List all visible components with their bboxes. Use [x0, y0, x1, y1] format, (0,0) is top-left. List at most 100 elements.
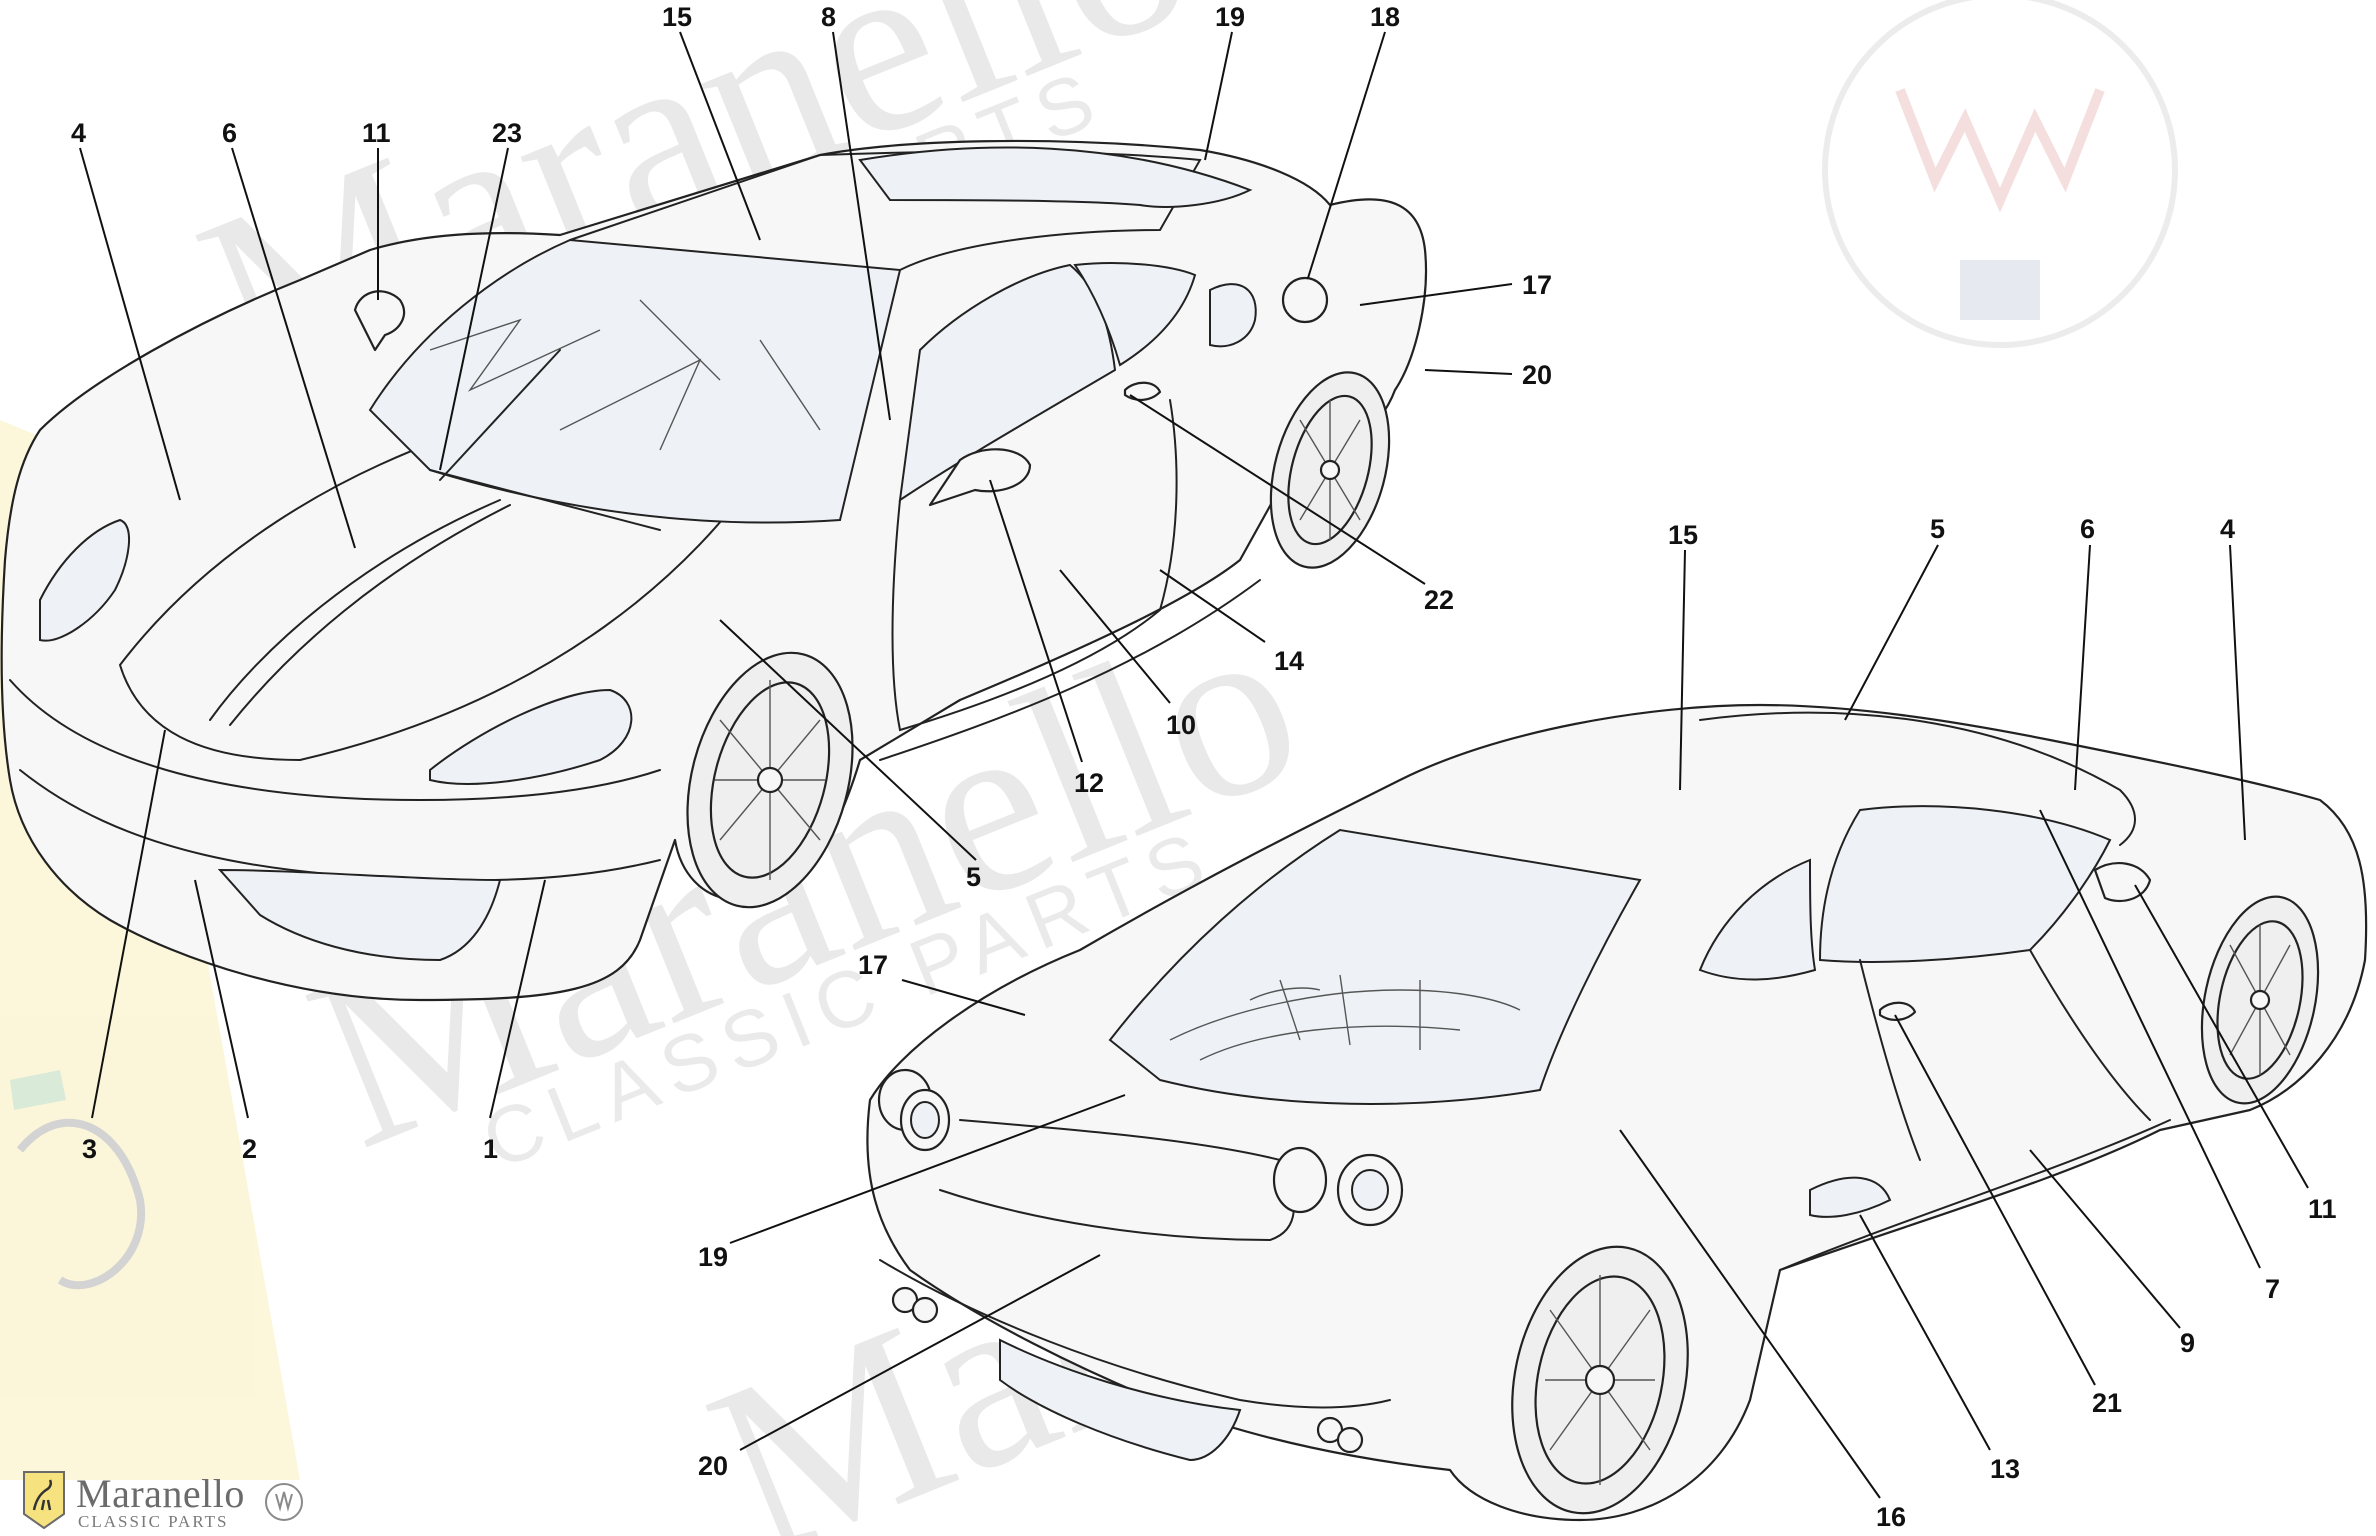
- rear-car-rear-deck: [939, 1119, 1295, 1242]
- leader-rear-19: [729, 1094, 1126, 1244]
- leader-front-22: [1129, 394, 1426, 585]
- rear-car-quarter-window: [1698, 858, 1817, 981]
- callout-front-8: 8: [821, 2, 836, 32]
- front-car-door-handle: [1123, 381, 1162, 401]
- leader-front-15: [679, 31, 761, 241]
- leader-rear-16: [1619, 1129, 1881, 1499]
- leader-rear-11: [2134, 884, 2309, 1189]
- rear-car-view: [866, 703, 2368, 1522]
- callout-front-10: 10: [1166, 710, 1196, 740]
- front-car-rear-wheel: [1269, 371, 1391, 569]
- leader-rear-6: [2074, 544, 2091, 791]
- watermark-emblem: [1822, 0, 2178, 348]
- callout-rear-9: 9: [2180, 1328, 2195, 1358]
- leader-rear-9: [2029, 1149, 2181, 1329]
- callout-rear-7: 7: [2265, 1274, 2280, 1304]
- rear-car-tail-lights-right: [1272, 1146, 1404, 1227]
- callout-rear-20: 20: [698, 1451, 728, 1481]
- front-car-bumper: [9, 679, 661, 802]
- rear-car-exhausts: [891, 1286, 1364, 1454]
- leader-front-19: [1204, 31, 1233, 161]
- callout-front-2: 2: [242, 1134, 257, 1164]
- leader-front-17: [1359, 283, 1513, 306]
- callout-front-15: 15: [662, 2, 692, 32]
- leader-front-2: [194, 879, 249, 1119]
- front-car-side-intake: [1209, 283, 1257, 348]
- leader-front-3: [91, 729, 166, 1119]
- prancing-horse-icon: [23, 1471, 65, 1530]
- rear-car-tail-lights-left: [877, 1068, 951, 1152]
- callout-front-14: 14: [1274, 646, 1304, 676]
- rear-car-engine-cover: [1108, 828, 1642, 1105]
- callout-rear-13: 13: [1990, 1454, 2020, 1484]
- leader-lines: [79, 31, 2309, 1499]
- front-car-rear-screen: [858, 146, 1253, 208]
- leader-front-1: [489, 879, 546, 1119]
- callout-front-12: 12: [1074, 768, 1104, 798]
- rear-car-door: [1859, 949, 2151, 1161]
- front-car-mirror-right: [928, 448, 1032, 507]
- leader-rear-21: [1894, 1014, 2096, 1386]
- callout-rear-19: 19: [698, 1242, 728, 1272]
- rear-car-rear-wheel: [1511, 1245, 1689, 1515]
- rear-car-side-intake: [1809, 1176, 1892, 1218]
- callout-front-6: 6: [222, 118, 237, 148]
- callout-rear-15: 15: [1668, 520, 1698, 550]
- leader-front-10: [1059, 569, 1171, 704]
- callout-rear-6: 6: [2080, 514, 2095, 544]
- front-car-windshield: [368, 238, 902, 524]
- front-car-headlight-left: [39, 518, 131, 642]
- callout-rear-5: 5: [1930, 514, 1945, 544]
- logo-subtitle: CLASSIC PARTS: [78, 1512, 229, 1531]
- leader-front-23: [439, 147, 509, 471]
- front-car-intake: [217, 868, 502, 962]
- leader-rear-4: [2229, 544, 2246, 841]
- leader-front-4: [79, 147, 181, 501]
- callout-front-23: 23: [492, 118, 522, 148]
- front-car-fuel-cap: [1281, 276, 1329, 324]
- trident-badge-icon: [265, 1483, 303, 1521]
- callout-rear-17: 17: [858, 950, 888, 980]
- leader-front-8: [832, 31, 891, 421]
- rear-car-mirror: [2093, 862, 2152, 903]
- leader-front-14: [1159, 569, 1266, 643]
- front-car-view: [0, 139, 1428, 1002]
- callout-front-18: 18: [1370, 2, 1400, 32]
- front-car-wipers: [429, 349, 661, 531]
- logo-name: Maranello: [76, 1471, 245, 1516]
- front-car-headlight-right: [429, 688, 633, 785]
- callout-rear-21: 21: [2092, 1388, 2122, 1418]
- callout-front-17: 17: [1522, 270, 1552, 300]
- callout-rear-11: 11: [2308, 1194, 2337, 1224]
- rear-car-roof-line: [1699, 711, 2136, 846]
- leader-front-18: [1307, 31, 1386, 279]
- rear-car-rear-bumper: [879, 1259, 1391, 1409]
- callout-front-11: 11: [362, 118, 391, 148]
- front-car-front-wheel: [686, 651, 854, 909]
- front-car-side-skirt: [879, 579, 1261, 761]
- leader-rear-15: [1679, 549, 1686, 791]
- callout-front-19: 19: [1215, 2, 1245, 32]
- callout-front-5: 5: [966, 862, 981, 892]
- leader-front-5: [719, 619, 977, 861]
- callout-front-20: 20: [1522, 360, 1552, 390]
- leader-front-20: [1424, 369, 1513, 375]
- leader-rear-13: [1859, 1214, 1991, 1451]
- leader-front-12: [989, 479, 1083, 763]
- callout-rear-4: 4: [2220, 514, 2235, 544]
- callout-front-1: 1: [483, 1134, 498, 1164]
- callout-front-3: 3: [82, 1134, 97, 1164]
- front-car-mirror-left: [353, 290, 406, 352]
- leader-front-6: [231, 147, 356, 549]
- leader-rear-7: [2039, 809, 2261, 1269]
- callout-front-4: 4: [71, 118, 86, 148]
- front-car-door: [891, 399, 1178, 732]
- callout-front-22: 22: [1424, 585, 1454, 615]
- leader-rear-5: [1844, 544, 1939, 721]
- callout-rear-16: 16: [1876, 1502, 1906, 1532]
- leader-rear-20: [739, 1254, 1101, 1451]
- leader-rear-17: [901, 979, 1026, 1016]
- maranello-logo: Maranello CLASSIC PARTS: [18, 1468, 308, 1532]
- front-car-hood-stripe: [209, 499, 511, 726]
